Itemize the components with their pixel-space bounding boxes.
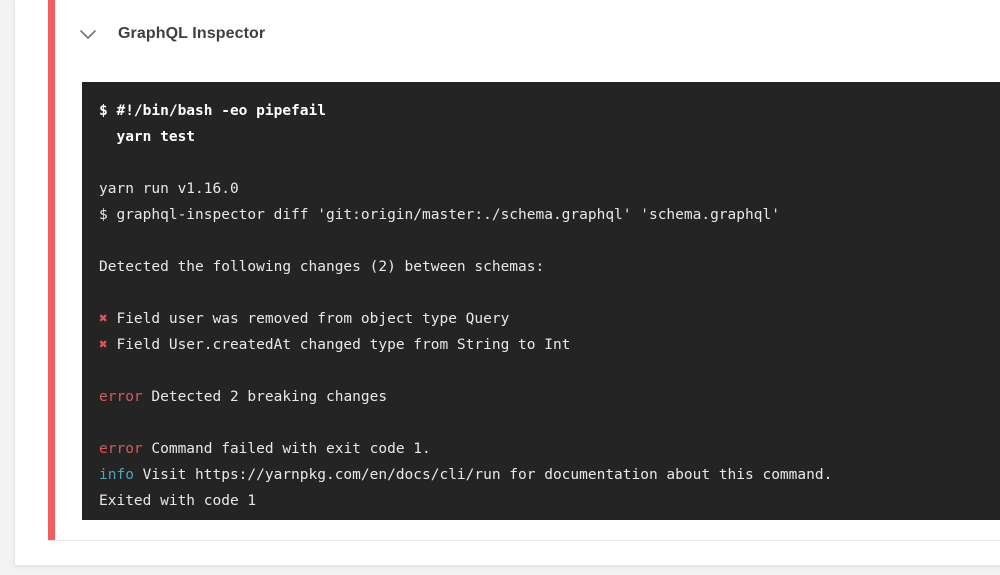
terminal-line-text: Visit https://yarnpkg.com/en/docs/cli/ru…: [133, 467, 833, 483]
terminal-line: $ #!/bin/bash -eo pipefail: [99, 103, 326, 119]
terminal-line: [99, 410, 1000, 436]
info-label: info: [99, 467, 134, 483]
chevron-down-icon[interactable]: [75, 21, 101, 47]
job-card: GraphQL Inspector $ #!/bin/bash -eo pipe…: [14, 0, 1000, 566]
terminal-line: [99, 228, 1000, 254]
terminal-line: info Visit https://yarnpkg.com/en/docs/c…: [99, 462, 1000, 488]
terminal-line: error Command failed with exit code 1.: [99, 436, 1000, 462]
job-title: GraphQL Inspector: [118, 25, 266, 42]
breaking-change-icon: ✖: [99, 311, 108, 327]
error-label: error: [99, 389, 143, 405]
terminal-line: [99, 150, 1000, 176]
terminal-line-text: Field User.createdAt changed type from S…: [107, 337, 571, 353]
terminal-line: yarn run v1.16.0: [99, 181, 239, 197]
terminal-output[interactable]: $ #!/bin/bash -eo pipefail yarn test yar…: [82, 82, 1000, 520]
terminal-line-text: Detected 2 breaking changes: [142, 389, 388, 405]
terminal-line: yarn test: [99, 129, 196, 145]
terminal-line: $ graphql-inspector diff 'git:origin/mas…: [99, 207, 780, 223]
terminal-line-text: Command failed with exit code 1.: [142, 441, 431, 457]
job-status-bar: [48, 0, 55, 540]
job-header[interactable]: GraphQL Inspector: [56, 0, 1000, 68]
terminal-line: [99, 358, 1000, 384]
breaking-change-icon: ✖: [99, 337, 108, 353]
terminal-line: error Detected 2 breaking changes: [99, 384, 1000, 410]
terminal-line-text: Field user was removed from object type …: [107, 311, 510, 327]
terminal-line: ✖ Field User.createdAt changed type from…: [99, 332, 1000, 358]
terminal-line: [99, 280, 1000, 306]
card-divider: [48, 540, 1000, 541]
terminal-line: ✖ Field user was removed from object typ…: [99, 306, 1000, 332]
card-footer: [15, 541, 1000, 565]
error-label: error: [99, 441, 143, 457]
terminal-line: Exited with code 1: [99, 493, 257, 509]
terminal-line: Detected the following changes (2) betwe…: [99, 259, 545, 275]
